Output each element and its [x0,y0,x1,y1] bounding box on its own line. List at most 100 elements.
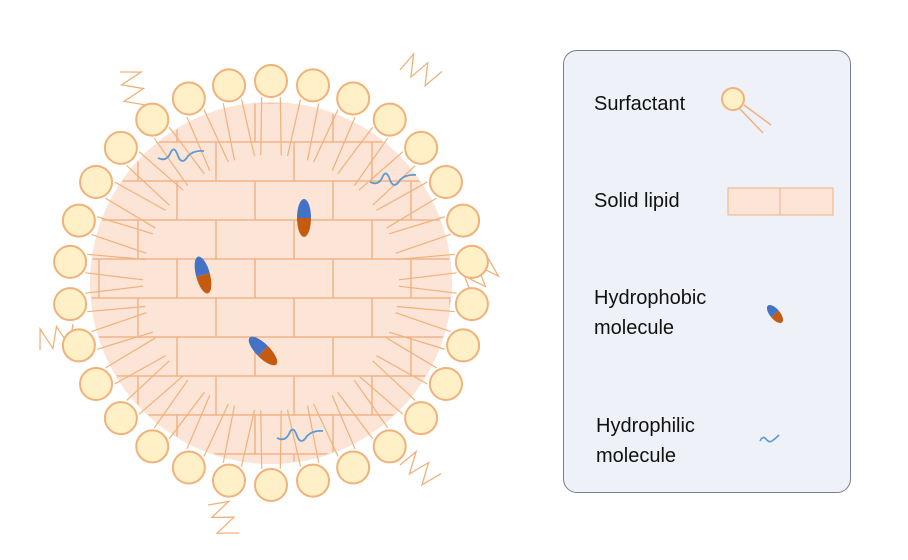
hydrophobic-head [297,199,311,218]
lipid-brick [489,415,567,454]
legend-hydrophobic-label: Hydrophobic molecule [594,287,707,339]
hydrophobic-head [194,256,210,277]
surfactant-tail [279,97,282,156]
surfactant-tail [126,165,170,206]
surfactant-tail [153,379,189,429]
surfactant-head [404,130,439,165]
surfactant-tail [240,99,256,157]
surfactant-tail [138,375,184,415]
surfactant-head [171,81,206,116]
solid-lipid-core [90,102,452,464]
lipid-brick [449,141,451,182]
hydrophilic-molecules [157,148,417,442]
surfactant-head [446,203,481,238]
surfactant-head [454,244,489,279]
lipid-brick [489,103,567,142]
surfactant-head [212,463,247,498]
surfactant-tail [260,97,263,156]
hydrophilic-molecule [276,428,324,442]
surfactant-tail [138,151,184,191]
surfactant-head [336,81,371,116]
surfactant-tail [203,109,229,163]
surfactant-free-tails [39,51,501,534]
free-surfactant-tail [207,500,240,534]
hydrophobic-molecules [194,199,311,366]
hydrophobic-tail [258,346,278,366]
surfactant-head [428,165,463,199]
surfactant-tail [398,272,457,281]
surfactant-head [295,463,330,498]
surfactant-tail [353,379,389,429]
surfactant-tail [114,355,166,385]
hydrophobic-molecule [194,256,212,294]
surfactant-tail [222,103,236,161]
surfactant-tail [313,403,339,457]
surfactant-tail [313,109,339,163]
surfactant-heads [53,64,489,502]
surfactant-tail [97,216,153,235]
surfactant-tail [398,285,457,294]
surfactant-tail [222,405,236,463]
surfactant-head [61,328,96,363]
hydrophobic-molecule [248,336,278,366]
surfactant-head [171,450,206,485]
surfactant-tail [286,409,302,467]
lipid-brick [91,414,100,455]
surfactant-tail [386,337,437,369]
surfactant-head [135,102,170,137]
surfactant-tail [168,126,205,175]
legend-surfactant-label: Surfactant [594,93,686,115]
surfactant-tail [105,337,156,369]
hydrophilic-molecule [157,148,205,162]
surfactant-tail [286,99,302,157]
lipid-brick [489,181,567,220]
lipid-brick [449,453,451,463]
free-surfactant-tail [463,257,501,298]
surfactant-head [295,68,330,103]
surfactant-head [428,367,463,401]
surfactant-tail [337,391,374,440]
surfactant-head [454,287,489,322]
surfactant-tail [126,360,170,401]
surfactant-tail [240,409,256,467]
solid-lipid-icon [727,187,834,216]
surfactant-tail [186,395,211,450]
surfactant-tail [358,375,404,415]
surfactant-tail [389,216,445,235]
surfactant-head [79,165,114,199]
surfactant-head [254,64,288,98]
surfactant-tail [353,137,389,187]
surfactant-tail [203,403,229,457]
hydrophobic-head [248,336,268,356]
hydrophobic-molecule [297,199,311,237]
surfactant-tail [91,312,147,333]
hydrophilic-molecule-icon [759,434,780,443]
hydrophobic-molecule-icon [767,304,783,324]
surfactant-tail [386,197,437,229]
surfactant-head [61,203,96,238]
surfactant-tail [337,126,374,175]
surfactant-tail [186,116,211,171]
legend-panel: Surfactant Solid lipid Hydrophobic molec… [563,50,851,493]
surfactant-tail [85,285,144,294]
lipid-brick [215,453,295,463]
hydrophobic-tail [297,218,311,237]
surfactant-tail [358,151,404,191]
surfactant-tail [306,405,320,463]
surfactant-tail [85,272,144,281]
surfactant-tail [389,331,445,350]
surfactant-icon [721,87,772,134]
surfactant-tail [168,391,205,440]
surfactant-tail [331,116,356,171]
surfactant-tail [331,395,356,450]
legend-hydrophilic-label: Hydrophilic molecule [596,415,695,467]
free-surfactant-tail [399,51,443,88]
surfactant-head [79,367,114,401]
surfactant-head [103,130,138,165]
surfactant-tails [85,97,457,469]
surfactant-tail [395,233,451,254]
surfactant-head [336,450,371,485]
surfactant-tail [376,355,428,385]
surfactant-tail [105,197,156,229]
